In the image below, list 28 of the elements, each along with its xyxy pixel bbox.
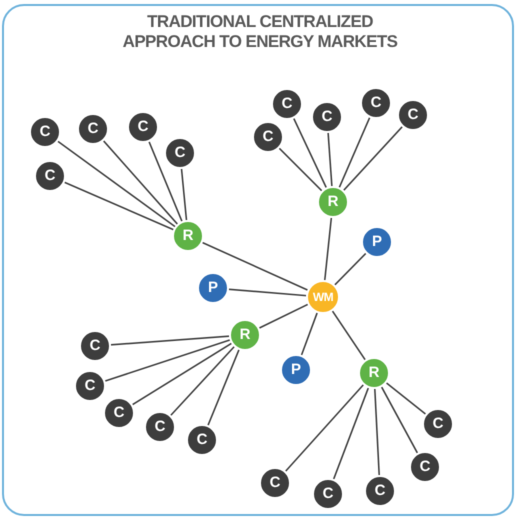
- connector-line: [259, 304, 308, 329]
- connector-line: [170, 346, 235, 416]
- connector-line: [207, 350, 240, 426]
- title: TRADITIONAL CENTRALIZED APPROACH TO ENERGY MARKETS: [122, 12, 398, 52]
- connector-line: [278, 148, 322, 192]
- connector-line: [228, 288, 306, 296]
- connector-line: [324, 218, 332, 280]
- connector-line: [132, 342, 232, 406]
- connector-line: [293, 118, 327, 188]
- connector-line: [374, 388, 380, 476]
- connector-line: [332, 310, 366, 360]
- connector-line: [104, 339, 230, 382]
- connector-line: [380, 386, 418, 454]
- connector-line: [202, 242, 308, 291]
- connector-line: [148, 141, 183, 222]
- connector-line: [332, 388, 370, 480]
- connector-line: [386, 382, 426, 415]
- connector-line: [338, 117, 370, 188]
- connector-line: [110, 335, 230, 346]
- connector-line: [57, 140, 176, 228]
- connector-line: [180, 168, 188, 220]
- connector-line: [285, 384, 364, 472]
- connector-line: [327, 132, 333, 186]
- connector-line: [343, 126, 403, 191]
- connector-line: [334, 252, 366, 286]
- connector-line: [64, 182, 174, 230]
- connector-line: [103, 140, 178, 225]
- connector-line: [300, 312, 318, 356]
